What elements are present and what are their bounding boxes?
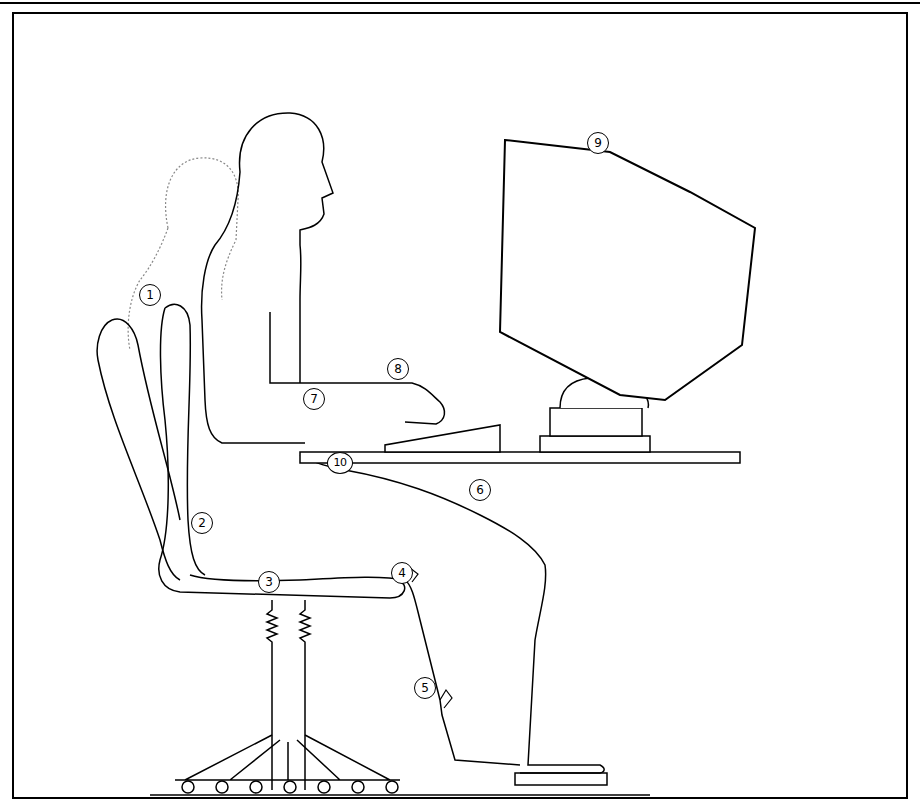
callout-number: 7 xyxy=(303,388,325,410)
chair-casters xyxy=(182,781,398,793)
monitor-stand-neck xyxy=(550,408,642,436)
callout-number: 2 xyxy=(191,512,213,534)
callout-number: 1 xyxy=(139,284,161,306)
shin-break xyxy=(440,690,452,708)
monitor xyxy=(500,140,755,400)
floor-line xyxy=(150,794,650,796)
footrest xyxy=(515,773,607,785)
reclined-person-outline xyxy=(128,158,238,350)
person-arm xyxy=(270,300,445,424)
callout-number: 8 xyxy=(387,358,409,380)
person-far-leg xyxy=(190,575,520,765)
callout-number: 9 xyxy=(587,132,609,154)
person-near-leg xyxy=(300,455,604,773)
chair-base xyxy=(175,735,400,780)
monitor-stand-base xyxy=(540,436,650,452)
callout-number: 6 xyxy=(469,479,491,501)
desk-surface xyxy=(300,452,740,463)
callout-number: 3 xyxy=(258,571,280,593)
callout-number: 4 xyxy=(391,562,413,584)
top-rule xyxy=(0,2,920,4)
keyboard xyxy=(385,425,500,452)
reclined-chair-back xyxy=(112,319,180,520)
frame-border xyxy=(13,13,907,798)
chair-backrest xyxy=(165,304,205,575)
callout-number: 5 xyxy=(414,677,436,699)
callout-number: 10 xyxy=(327,452,353,474)
person-head xyxy=(240,113,333,300)
person-back xyxy=(202,172,305,443)
